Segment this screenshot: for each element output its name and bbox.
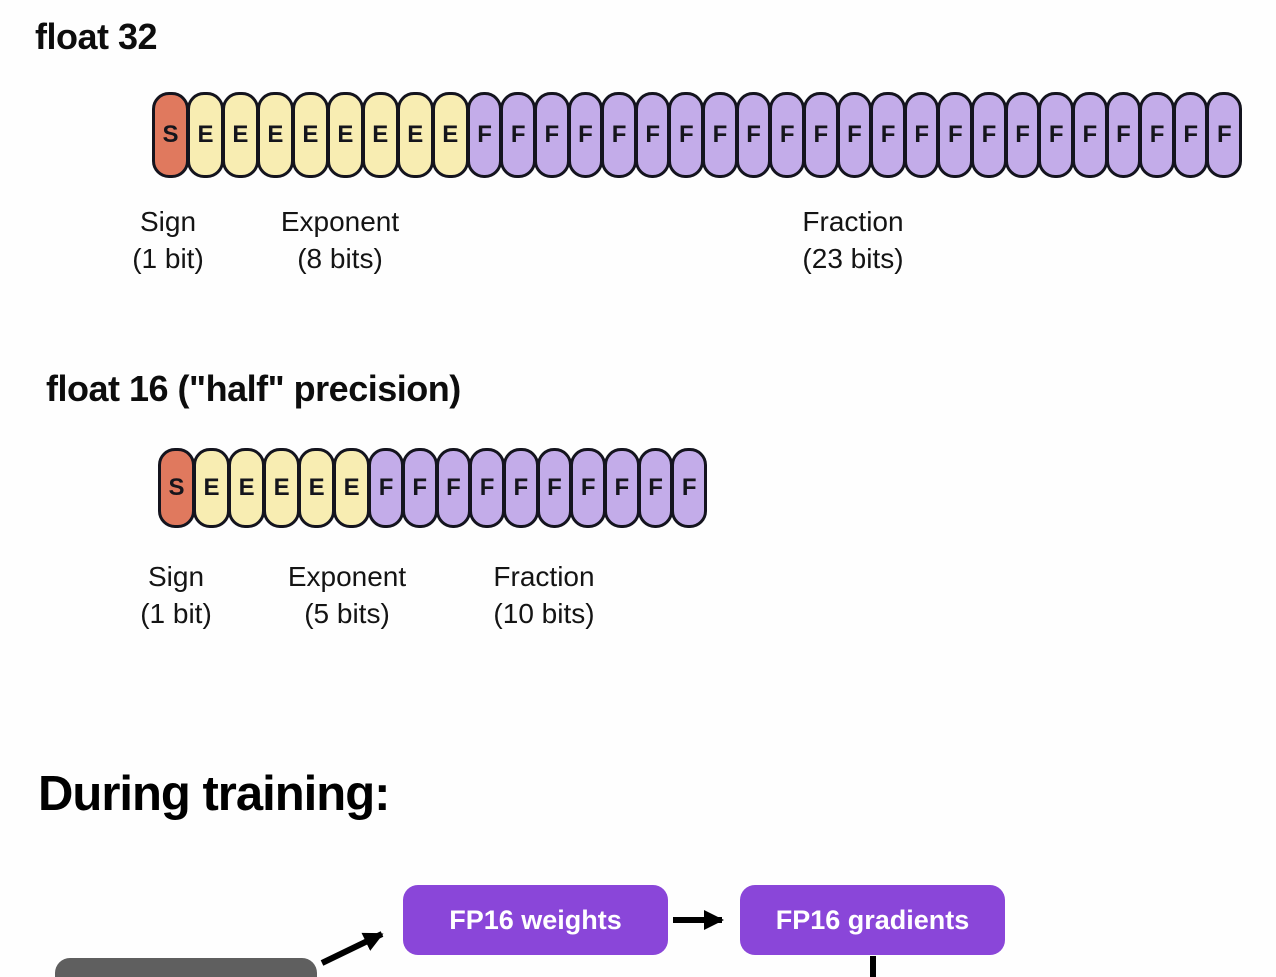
bit-cell-fraction: F <box>836 92 873 178</box>
bit-cell-fraction: F <box>533 92 570 178</box>
training-heading: During training: <box>38 767 390 821</box>
float16-exponent-label: Exponent (5 bits) <box>288 558 406 632</box>
bit-cell-exponent: E <box>396 92 434 178</box>
gray-box-node <box>55 958 317 977</box>
bit-cell-fraction: F <box>769 92 805 178</box>
label-name: Fraction <box>493 561 595 592</box>
bit-cell-fraction: F <box>435 448 472 528</box>
label-bits: (23 bits) <box>802 243 904 274</box>
bit-cell-fraction: F <box>502 448 539 528</box>
bit-cell-fraction: F <box>601 92 637 178</box>
bit-cell-fraction: F <box>1004 92 1041 178</box>
label-name: Fraction <box>802 206 904 237</box>
bit-cell-exponent: E <box>431 92 469 178</box>
bit-cell-fraction: F <box>903 92 940 178</box>
fp16-weights-node: FP16 weights <box>403 885 668 955</box>
bit-cell-fraction: F <box>570 448 606 528</box>
label-name: Exponent <box>287 561 407 592</box>
float16-fraction-label: Fraction (10 bits) <box>493 558 594 632</box>
bit-cell-fraction: F <box>637 448 674 528</box>
label-bits: (1 bit) <box>140 598 212 629</box>
float32-exponent-label: Exponent (8 bits) <box>281 203 399 277</box>
bit-cell-fraction: F <box>1139 92 1175 178</box>
label-name: Sign <box>139 206 197 237</box>
bit-cell-fraction: F <box>668 92 705 178</box>
bit-cell-fraction: F <box>466 92 503 178</box>
bit-cell-exponent: E <box>228 448 266 528</box>
bit-cell-exponent: E <box>333 448 371 528</box>
bit-cell-fraction: F <box>1206 92 1243 178</box>
bit-cell-exponent: E <box>193 448 231 528</box>
float32-sign-label: Sign (1 bit) <box>132 203 204 277</box>
bit-cell-fraction: F <box>971 92 1007 178</box>
label-bits: (5 bits) <box>304 598 390 629</box>
bit-cell-fraction: F <box>870 92 906 178</box>
float32-fraction-label: Fraction (23 bits) <box>802 203 903 277</box>
bit-cell-fraction: F <box>1172 92 1209 178</box>
bit-cell-exponent: E <box>186 92 224 178</box>
bit-cell-exponent: E <box>221 92 259 178</box>
arrow-gray-to-weights <box>320 931 384 966</box>
label-bits: (1 bit) <box>132 243 204 274</box>
bit-cell-fraction: F <box>1105 92 1142 178</box>
bit-cell-fraction: F <box>567 92 604 178</box>
bit-cell-sign: S <box>152 92 189 178</box>
bit-cell-exponent: E <box>256 92 294 178</box>
bit-cell-fraction: F <box>469 448 505 528</box>
bit-cell-exponent: E <box>263 448 301 528</box>
bit-cell-fraction: F <box>634 92 671 178</box>
float16-sign-label: Sign (1 bit) <box>140 558 212 632</box>
fp16-gradients-node: FP16 gradients <box>740 885 1005 955</box>
label-bits: (10 bits) <box>493 598 595 629</box>
bit-cell-exponent: E <box>361 92 399 178</box>
bit-cell-exponent: E <box>291 92 329 178</box>
bit-cell-fraction: F <box>937 92 974 178</box>
bit-cell-fraction: F <box>500 92 536 178</box>
bit-cell-fraction: F <box>802 92 839 178</box>
bit-cell-fraction: F <box>604 448 640 528</box>
bit-cell-fraction: F <box>1038 92 1074 178</box>
float16-title: float 16 ("half" precision) <box>46 368 461 409</box>
bit-cell-fraction: F <box>671 448 708 528</box>
bit-cell-fraction: F <box>401 448 438 528</box>
bit-cell-fraction: F <box>735 92 772 178</box>
bit-cell-fraction: F <box>536 448 573 528</box>
label-name: Sign <box>147 561 205 592</box>
bit-cell-fraction: F <box>702 92 738 178</box>
label-bits: (8 bits) <box>297 243 383 274</box>
bit-cell-fraction: F <box>1071 92 1108 178</box>
bit-cell-exponent: E <box>298 448 336 528</box>
float32-title: float 32 <box>35 16 158 57</box>
label-name: Exponent <box>280 206 400 237</box>
bit-cell-sign: S <box>158 448 196 528</box>
bit-cell-fraction: F <box>368 448 404 528</box>
bit-cell-exponent: E <box>326 92 364 178</box>
